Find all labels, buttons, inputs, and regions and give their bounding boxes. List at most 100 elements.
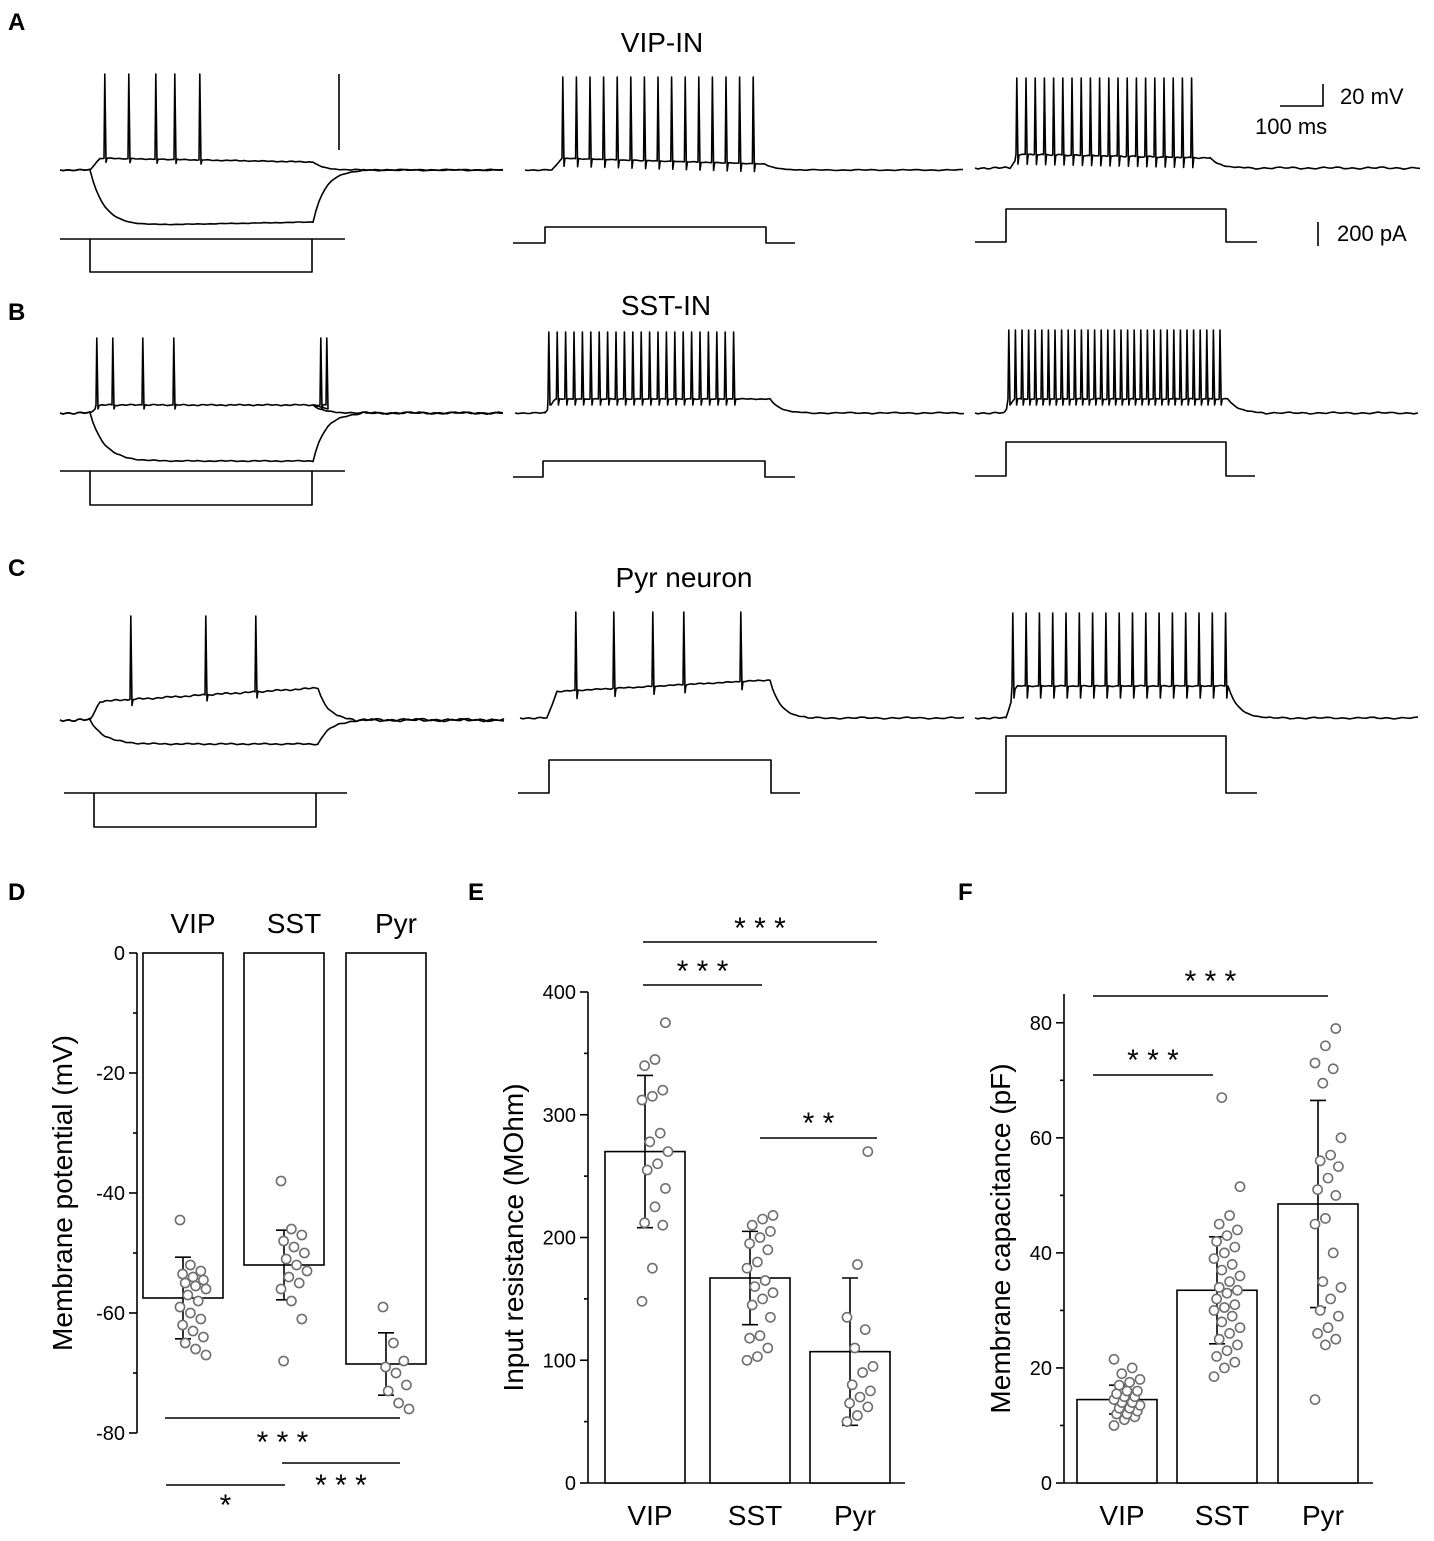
data-point-F (1312, 1328, 1323, 1339)
data-point-D (179, 1337, 191, 1349)
data-point-D (390, 1367, 402, 1379)
data-point-F (1208, 1371, 1220, 1382)
y-axis-label-E: Input resistance (MOhm) (498, 1083, 529, 1391)
data-point-E (759, 1275, 771, 1286)
data-point-D (398, 1355, 410, 1367)
panel-letter-f: F (958, 879, 973, 906)
data-point-D (174, 1301, 186, 1313)
data-point-F (1317, 1077, 1329, 1089)
data-point-D (296, 1229, 308, 1241)
data-point-D (275, 1175, 287, 1187)
trace-sst-hyperpolarizing (59, 411, 504, 463)
y-tick-label-E: 400 (543, 982, 576, 1004)
y-tick-label-F: 80 (1030, 1013, 1052, 1035)
data-point-F (1126, 1362, 1138, 1374)
data-point-E (660, 1183, 671, 1194)
significance-label-D: * * * (315, 1469, 367, 1502)
panel-letter-d: D (8, 879, 25, 906)
data-point-D (174, 1214, 186, 1226)
data-point-D (192, 1295, 204, 1307)
data-point-F (1335, 1282, 1347, 1293)
data-point-E (649, 1054, 661, 1065)
data-point-F (1333, 1161, 1344, 1172)
data-point-F (1213, 1218, 1225, 1230)
data-point-E (852, 1410, 863, 1421)
data-point-F (1229, 1299, 1241, 1311)
data-point-E (662, 1146, 674, 1157)
data-point-E (854, 1391, 866, 1403)
data-point-D (195, 1313, 207, 1325)
data-point-F (1224, 1328, 1235, 1339)
data-point-F (1232, 1224, 1243, 1236)
data-point-E (757, 1213, 768, 1225)
trace-vip-middle (524, 76, 964, 173)
data-point-F (1221, 1345, 1233, 1357)
y-tick-label-D: 0 (114, 943, 125, 965)
category-label-D-pyr: Pyr (375, 908, 417, 939)
category-label-F-vip: VIP (1099, 1500, 1144, 1531)
title-sst-in: SST-IN (621, 290, 711, 321)
data-point-E (765, 1311, 776, 1323)
data-point-F (1216, 1092, 1228, 1103)
data-point-F (1132, 1385, 1143, 1397)
data-point-F (1221, 1230, 1233, 1241)
scale-bar-current: 200 pA (1317, 221, 1407, 246)
data-point-F (1322, 1322, 1334, 1334)
data-point-F (1111, 1388, 1122, 1400)
y-tick-label-E: 200 (543, 1228, 576, 1250)
current-step-vip-right (975, 208, 1257, 243)
data-point-E (865, 1385, 876, 1397)
data-point-E (754, 1330, 766, 1342)
data-point-F (1216, 1264, 1228, 1276)
data-point-E (744, 1332, 755, 1344)
data-point-D (184, 1307, 196, 1319)
y-tick-label-F: 0 (1041, 1473, 1052, 1495)
data-point-F (1232, 1339, 1243, 1351)
data-point-E (862, 1146, 874, 1157)
trace-vip-right (974, 77, 1421, 170)
data-point-D (177, 1268, 188, 1280)
y-tick-label-D: -80 (96, 1423, 125, 1445)
data-point-E (762, 1342, 774, 1354)
significance-label-E: * * (803, 1107, 835, 1140)
data-point-D (278, 1355, 289, 1367)
data-point-D (403, 1403, 415, 1415)
trace-pyr-hyperpolarizing (59, 717, 505, 746)
data-point-E (741, 1354, 753, 1366)
category-label-E-sst: SST (728, 1500, 782, 1531)
data-point-F (1322, 1172, 1334, 1184)
data-point-E (746, 1219, 758, 1231)
data-point-E (657, 1084, 669, 1096)
data-point-E (841, 1311, 853, 1323)
data-point-E (752, 1256, 763, 1268)
data-point-F (1134, 1374, 1146, 1385)
y-axis-label-D: Membrane potential (mV) (47, 1035, 78, 1351)
y-tick-label-F: 20 (1030, 1358, 1052, 1380)
data-point-D (387, 1337, 399, 1349)
data-point-E (754, 1232, 766, 1243)
data-point-F (1314, 1155, 1326, 1167)
data-point-F (1208, 1305, 1220, 1316)
data-point-E (639, 1217, 650, 1229)
data-point-E (757, 1293, 768, 1305)
title-vip-in: VIP-IN (621, 27, 703, 58)
data-point-E (649, 1201, 661, 1213)
data-point-D (200, 1349, 212, 1361)
data-point-E (767, 1210, 779, 1221)
current-step-pyr-left (64, 792, 347, 828)
data-point-E (741, 1262, 753, 1274)
bar-D-pyr (345, 952, 427, 1365)
significance-label-D: * * * (257, 1426, 309, 1459)
data-point-F (1320, 1040, 1331, 1052)
data-point-E (647, 1262, 658, 1274)
data-point-D (285, 1223, 297, 1235)
data-point-E (849, 1342, 861, 1354)
y-tick-label-D: -60 (96, 1303, 125, 1325)
y-axis-label-F: Membrane capacitance (pF) (985, 1063, 1016, 1413)
current-step-sst-right (975, 441, 1255, 477)
category-label-F-pyr: Pyr (1302, 1500, 1344, 1531)
data-point-F (1224, 1276, 1235, 1287)
data-point-F (1224, 1210, 1235, 1221)
data-point-D (184, 1259, 196, 1271)
